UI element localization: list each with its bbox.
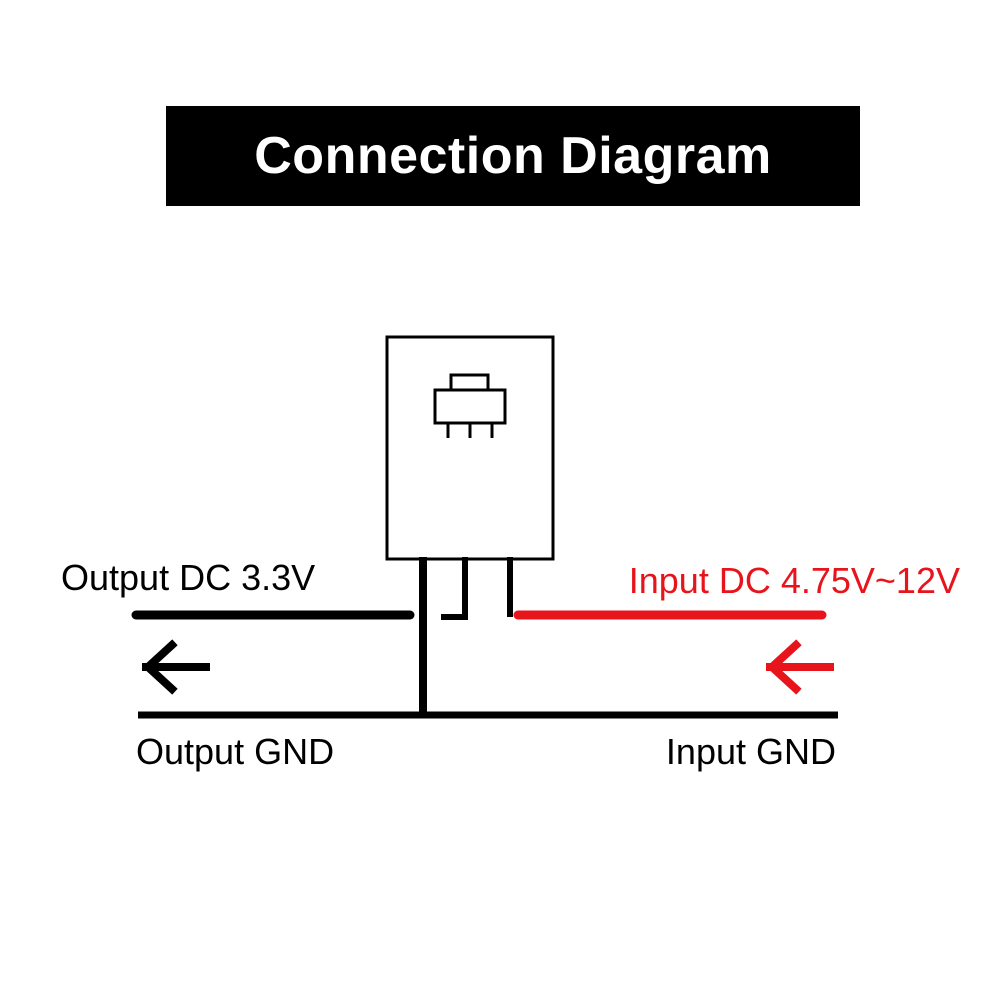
diagram-title: Connection Diagram — [254, 127, 772, 185]
regulator-icon — [433, 373, 507, 438]
input-arrow-icon — [766, 639, 834, 695]
title-banner: Connection Diagram — [166, 106, 860, 206]
output-dc-label: Output DC 3.3V — [61, 557, 315, 598]
output-gnd-label: Output GND — [136, 731, 334, 772]
input-dc-label: Input DC 4.75V~12V — [629, 560, 960, 601]
input-gnd-label: Input GND — [666, 731, 836, 772]
regulator-module-box — [385, 335, 555, 561]
pin-output — [441, 557, 468, 620]
output-arrow-icon — [142, 639, 210, 695]
